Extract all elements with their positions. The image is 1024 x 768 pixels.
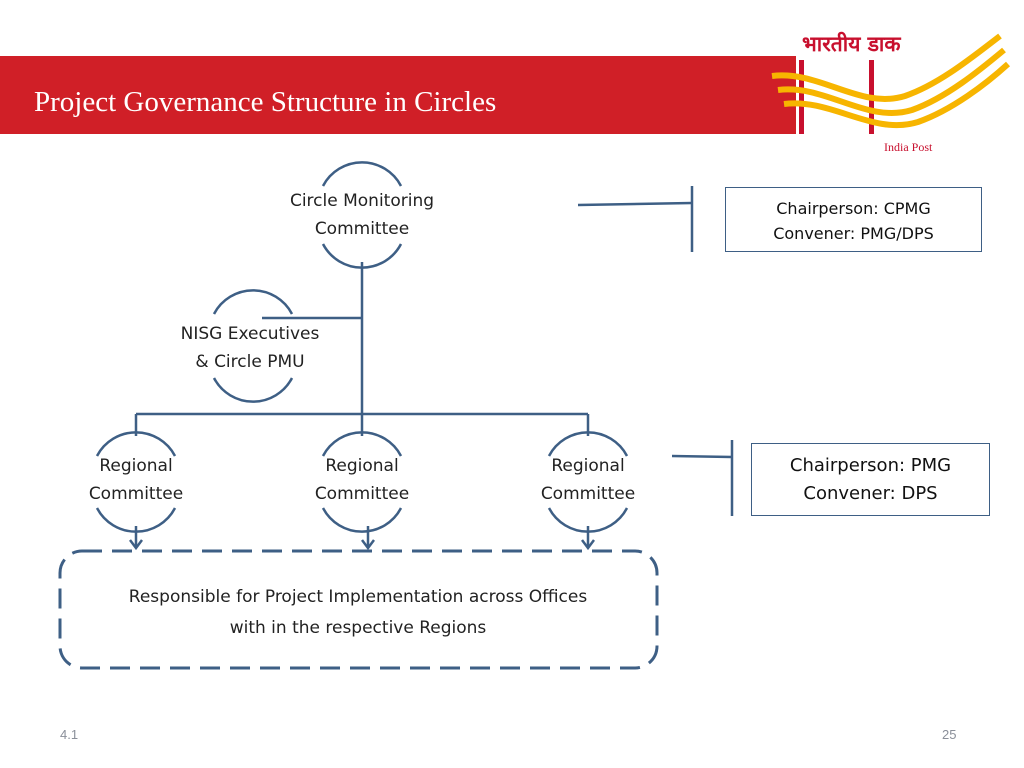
regional-3-line1: Regional <box>551 456 625 476</box>
regional-3-line2: Committee <box>540 484 636 504</box>
top-node-line2: Committee <box>314 219 410 239</box>
responsibility-line1: Responsible for Project Implementation a… <box>128 587 588 607</box>
side-node-arc-top <box>212 289 294 315</box>
circle-monitoring-committee-node: Circle Monitoring Committee <box>252 187 472 243</box>
regional-1-line1: Regional <box>99 456 173 476</box>
regional-info-chairperson: Chairperson: PMG <box>789 455 952 476</box>
logo-pillar-left <box>799 60 804 134</box>
side-node-line2: & Circle PMU <box>195 352 305 372</box>
regional-info-box: Chairperson: PMG Convener: DPS <box>751 443 990 516</box>
logo-hindi-text: भारतीय डाक <box>802 32 901 56</box>
regional-2-arc-top <box>321 431 403 457</box>
side-node-arc-bottom <box>212 377 294 403</box>
regional-info-convener: Convener: DPS <box>803 483 938 504</box>
responsibility-text: Responsible for Project Implementation a… <box>64 582 652 644</box>
regional-1-line2: Committee <box>88 484 184 504</box>
page-number: 25 <box>942 727 957 742</box>
regional-committee-node-3: Regional Committee <box>518 452 658 508</box>
arrow-head-2 <box>361 539 375 551</box>
circle-info-convener: Convener: PMG/DPS <box>773 224 934 243</box>
regional-info-connector <box>671 454 733 459</box>
logo-caption: India Post <box>884 140 933 154</box>
nisg-executives-node: NISG Executives & Circle PMU <box>150 320 350 376</box>
regional-committee-node-2: Regional Committee <box>292 452 432 508</box>
arrow-head-3 <box>581 539 595 551</box>
footer-section-number: 4.1 <box>60 727 79 742</box>
regional-3-arc-top <box>547 431 629 457</box>
side-node-line1: NISG Executives <box>180 324 320 344</box>
responsibility-line2: with in the respective Regions <box>229 618 487 638</box>
responsibility-box <box>58 549 659 670</box>
circle-info-box: Chairperson: CPMG Convener: PMG/DPS <box>725 187 982 252</box>
regional-2-line1: Regional <box>325 456 399 476</box>
regional-1-arc-top <box>95 431 177 457</box>
logo-stripe-2 <box>777 47 1006 116</box>
regional-2-arc-bottom <box>321 507 403 533</box>
arrow-head-1 <box>129 539 143 551</box>
circle-info-connector <box>577 201 693 207</box>
logo-stripe-1 <box>771 33 1002 102</box>
circle-info-chairperson: Chairperson: CPMG <box>776 199 931 218</box>
top-node-arc-top <box>321 161 403 187</box>
regional-committee-node-1: Regional Committee <box>66 452 206 508</box>
top-node-line1: Circle Monitoring <box>289 191 435 211</box>
logo-stripe-3 <box>783 61 1011 129</box>
regional-2-line2: Committee <box>314 484 410 504</box>
slide-title: Project Governance Structure in Circles <box>34 86 497 118</box>
